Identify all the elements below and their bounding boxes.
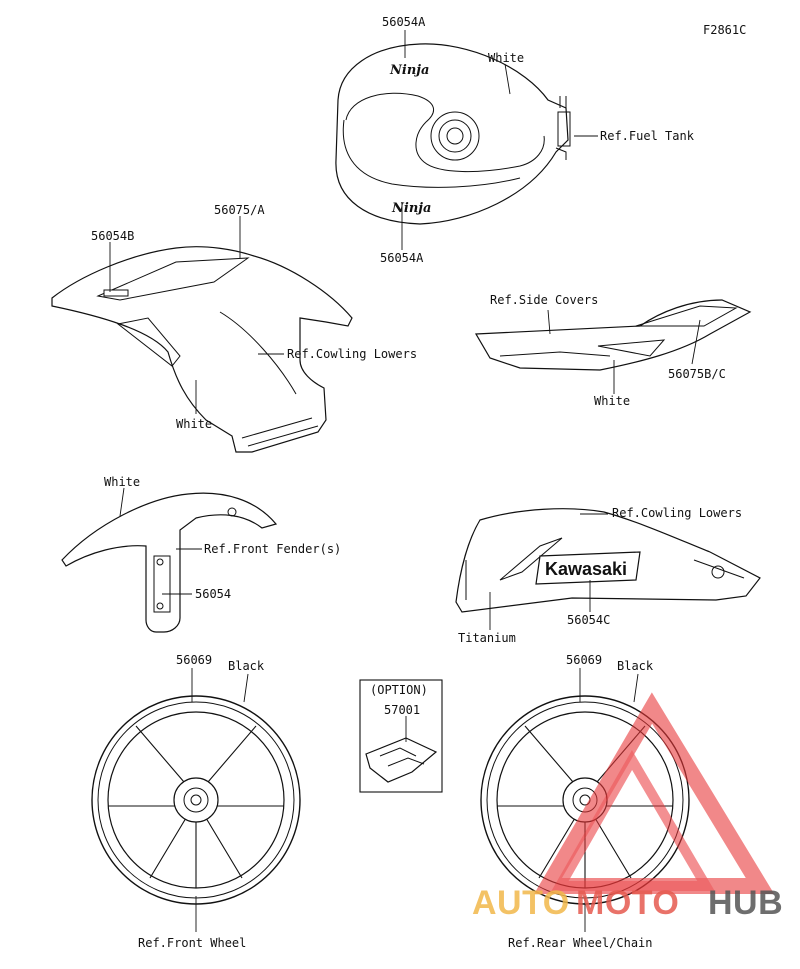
side-cover-color-label: White	[594, 394, 630, 408]
side-cover-part-label: 56075B/C	[668, 367, 726, 381]
figure-code: F2861C	[703, 23, 746, 37]
ninja-decal-bottom: Ninja	[391, 201, 431, 216]
option-box	[359, 679, 443, 793]
option-part-label: 57001	[384, 703, 420, 717]
fuel-tank-drawing: Ninja Ninja	[335, 43, 571, 225]
front-wheel-drawing	[91, 695, 301, 905]
cowl-color-label: White	[176, 417, 212, 431]
ref-side-covers-label: Ref.Side Covers	[490, 293, 598, 307]
cowl-part-b-label: 56054B	[91, 229, 134, 243]
tank-color-label: White	[488, 51, 524, 65]
front-wheel-color-label: Black	[228, 659, 265, 673]
watermark-moto: MOTO	[576, 884, 679, 922]
ref-fuel-tank-label: Ref.Fuel Tank	[600, 129, 695, 143]
tank-bottom-part-label: 56054A	[380, 251, 424, 265]
ref-front-wheel-label: Ref.Front Wheel	[138, 936, 246, 950]
ref-cowling-lowers-lower-label: Ref.Cowling Lowers	[612, 506, 742, 520]
tank-top-part-label: 56054A	[382, 15, 426, 29]
front-fender-drawing	[61, 492, 278, 633]
ref-front-fender-label: Ref.Front Fender(s)	[204, 542, 341, 556]
fender-color-label: White	[104, 475, 140, 489]
lower-cowling-drawing: Kawasaki	[455, 508, 761, 613]
watermark-logo	[534, 692, 775, 894]
ref-cowling-lowers-upper-label: Ref.Cowling Lowers	[287, 347, 417, 361]
lower-part-label: 56054C	[567, 613, 610, 627]
fender-part-label: 56054	[195, 587, 231, 601]
ninja-decal-top: Ninja	[389, 63, 429, 78]
front-wheel-part-label: 56069	[176, 653, 212, 667]
side-cover-drawing	[474, 299, 752, 371]
option-label: (OPTION)	[370, 683, 428, 697]
ref-rear-wheel-label: Ref.Rear Wheel/Chain	[508, 936, 653, 950]
lower-color-label: Titanium	[458, 631, 516, 645]
upper-cowling-drawing	[51, 246, 353, 453]
cowl-part-a-label: 56075/A	[214, 203, 265, 217]
watermark-auto: AUTO	[472, 884, 570, 922]
kawasaki-decal: Kawasaki	[545, 559, 627, 579]
watermark-hub: HUB	[708, 884, 783, 922]
rear-wheel-part-label: 56069	[566, 653, 602, 667]
rear-wheel-color-label: Black	[617, 659, 654, 673]
